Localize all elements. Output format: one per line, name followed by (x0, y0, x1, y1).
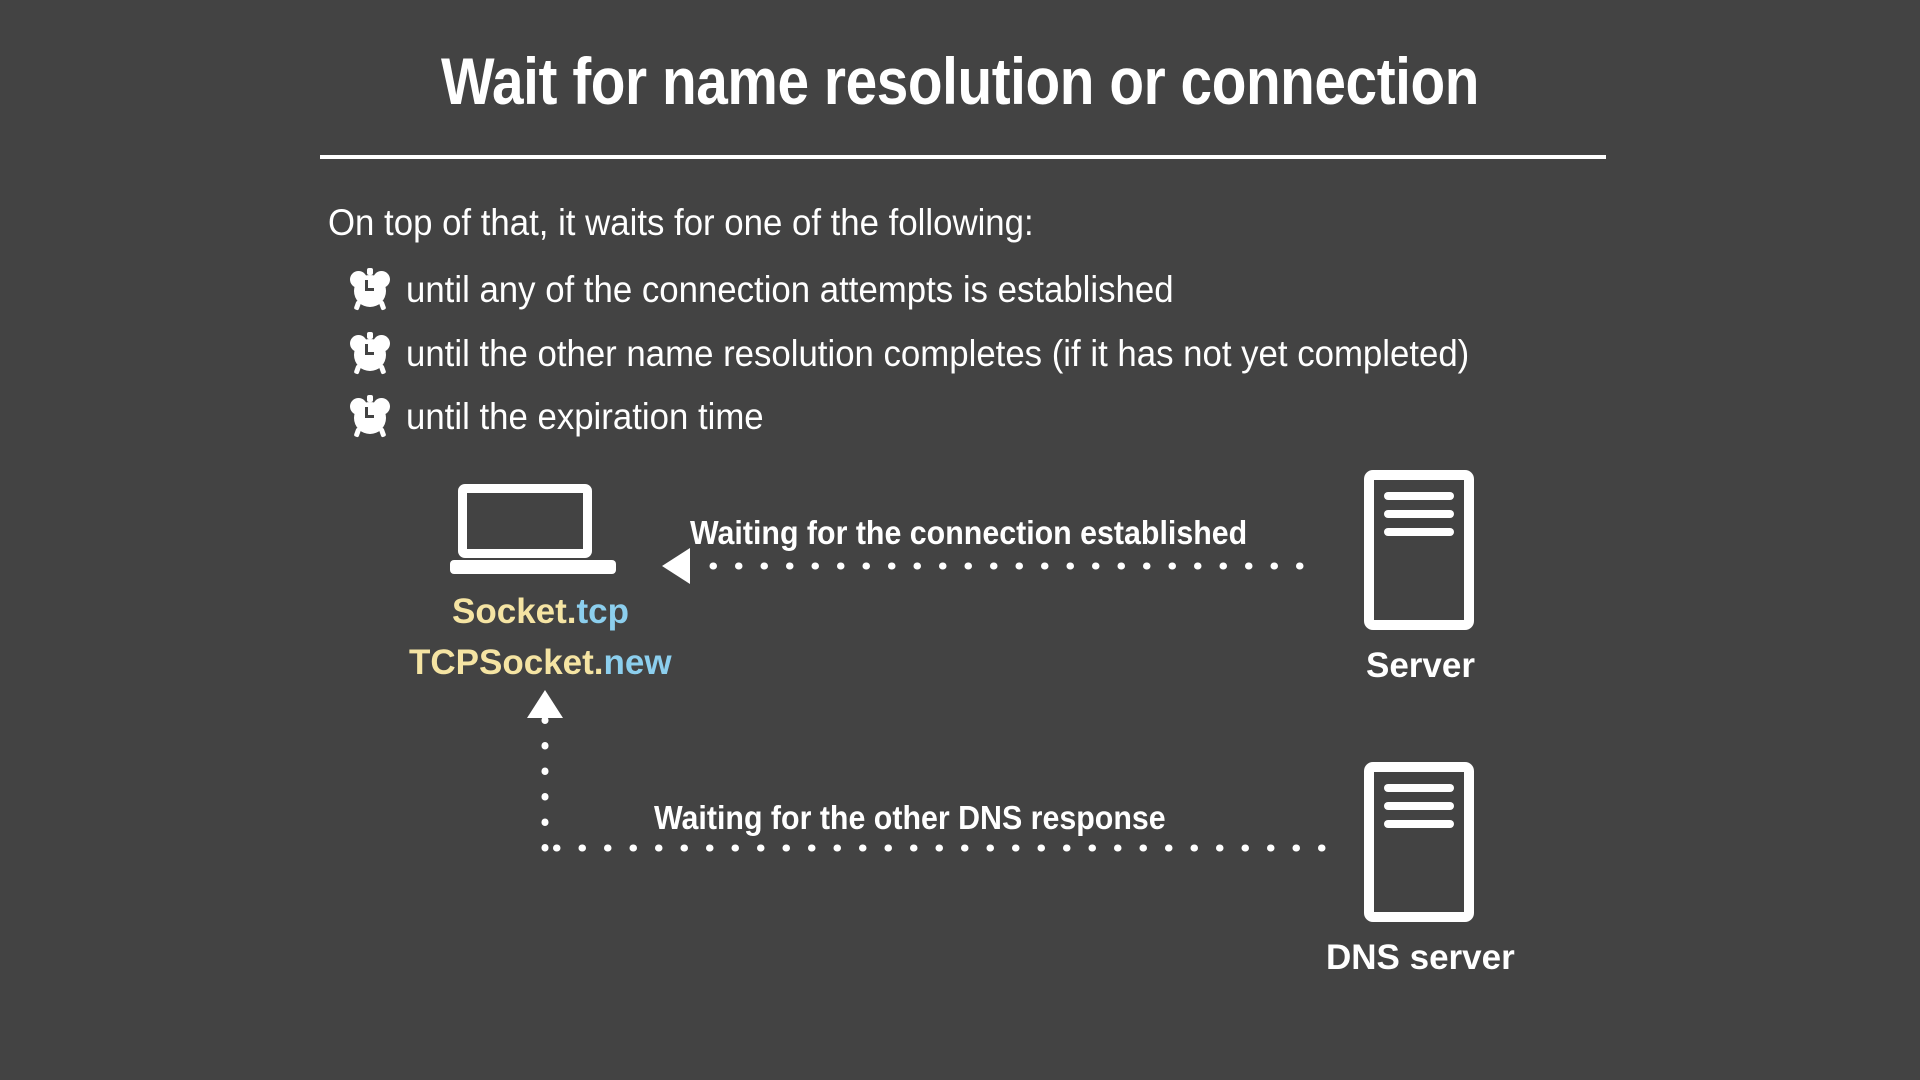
title-divider (320, 155, 1606, 159)
code-method-token: tcp (576, 592, 630, 631)
flow-label-connection-established: Waiting for the connection established (690, 514, 1248, 551)
code-class-token: TCPSocket (409, 643, 594, 682)
server-vent-bar (1384, 820, 1454, 828)
bullet-label: until the other name resolution complete… (406, 332, 1470, 374)
alarm-clock-icon (350, 268, 390, 311)
flow-label-dns-response: Waiting for the other DNS response (654, 799, 1166, 836)
server-chassis (1364, 762, 1474, 922)
laptop-base (450, 560, 616, 574)
triangle-left-icon (662, 548, 690, 584)
server-vent-bar (1384, 802, 1454, 810)
page-title: Wait for name resolution or connection (441, 44, 1479, 118)
server-vent-bar (1384, 528, 1454, 536)
server-caption: Server (1366, 646, 1475, 685)
code-dot: . (566, 592, 577, 631)
code-class-token: Socket (452, 592, 567, 631)
server-chassis (1364, 470, 1474, 630)
triangle-up-icon (527, 690, 563, 718)
bullet-label: until any of the connection attempts is … (406, 268, 1174, 310)
server-vent-bar (1384, 510, 1454, 518)
server-vent-bar (1384, 492, 1454, 500)
dns-server-caption: DNS server (1326, 938, 1515, 977)
bullet-item-2: until the other name resolution complete… (350, 332, 1537, 375)
bullet-item-3: until the expiration time (350, 395, 786, 438)
server-icon (1364, 762, 1474, 922)
intro-text: On top of that, it waits for one of the … (328, 202, 1034, 243)
code-dot: . (593, 643, 604, 682)
alarm-clock-icon (350, 395, 390, 438)
bullet-label: until the expiration time (406, 395, 764, 437)
server-icon (1364, 470, 1474, 630)
laptop-screen (458, 484, 592, 558)
code-label-tcpsocket-new: TCPSocket.new (409, 645, 672, 680)
code-label-socket-tcp: Socket.tcp (452, 594, 629, 629)
code-method-token: new (603, 643, 672, 682)
server-vent-bar (1384, 784, 1454, 792)
laptop-icon (450, 484, 616, 574)
bullet-item-1: until any of the connection attempts is … (350, 268, 1223, 311)
alarm-clock-icon (350, 332, 390, 375)
